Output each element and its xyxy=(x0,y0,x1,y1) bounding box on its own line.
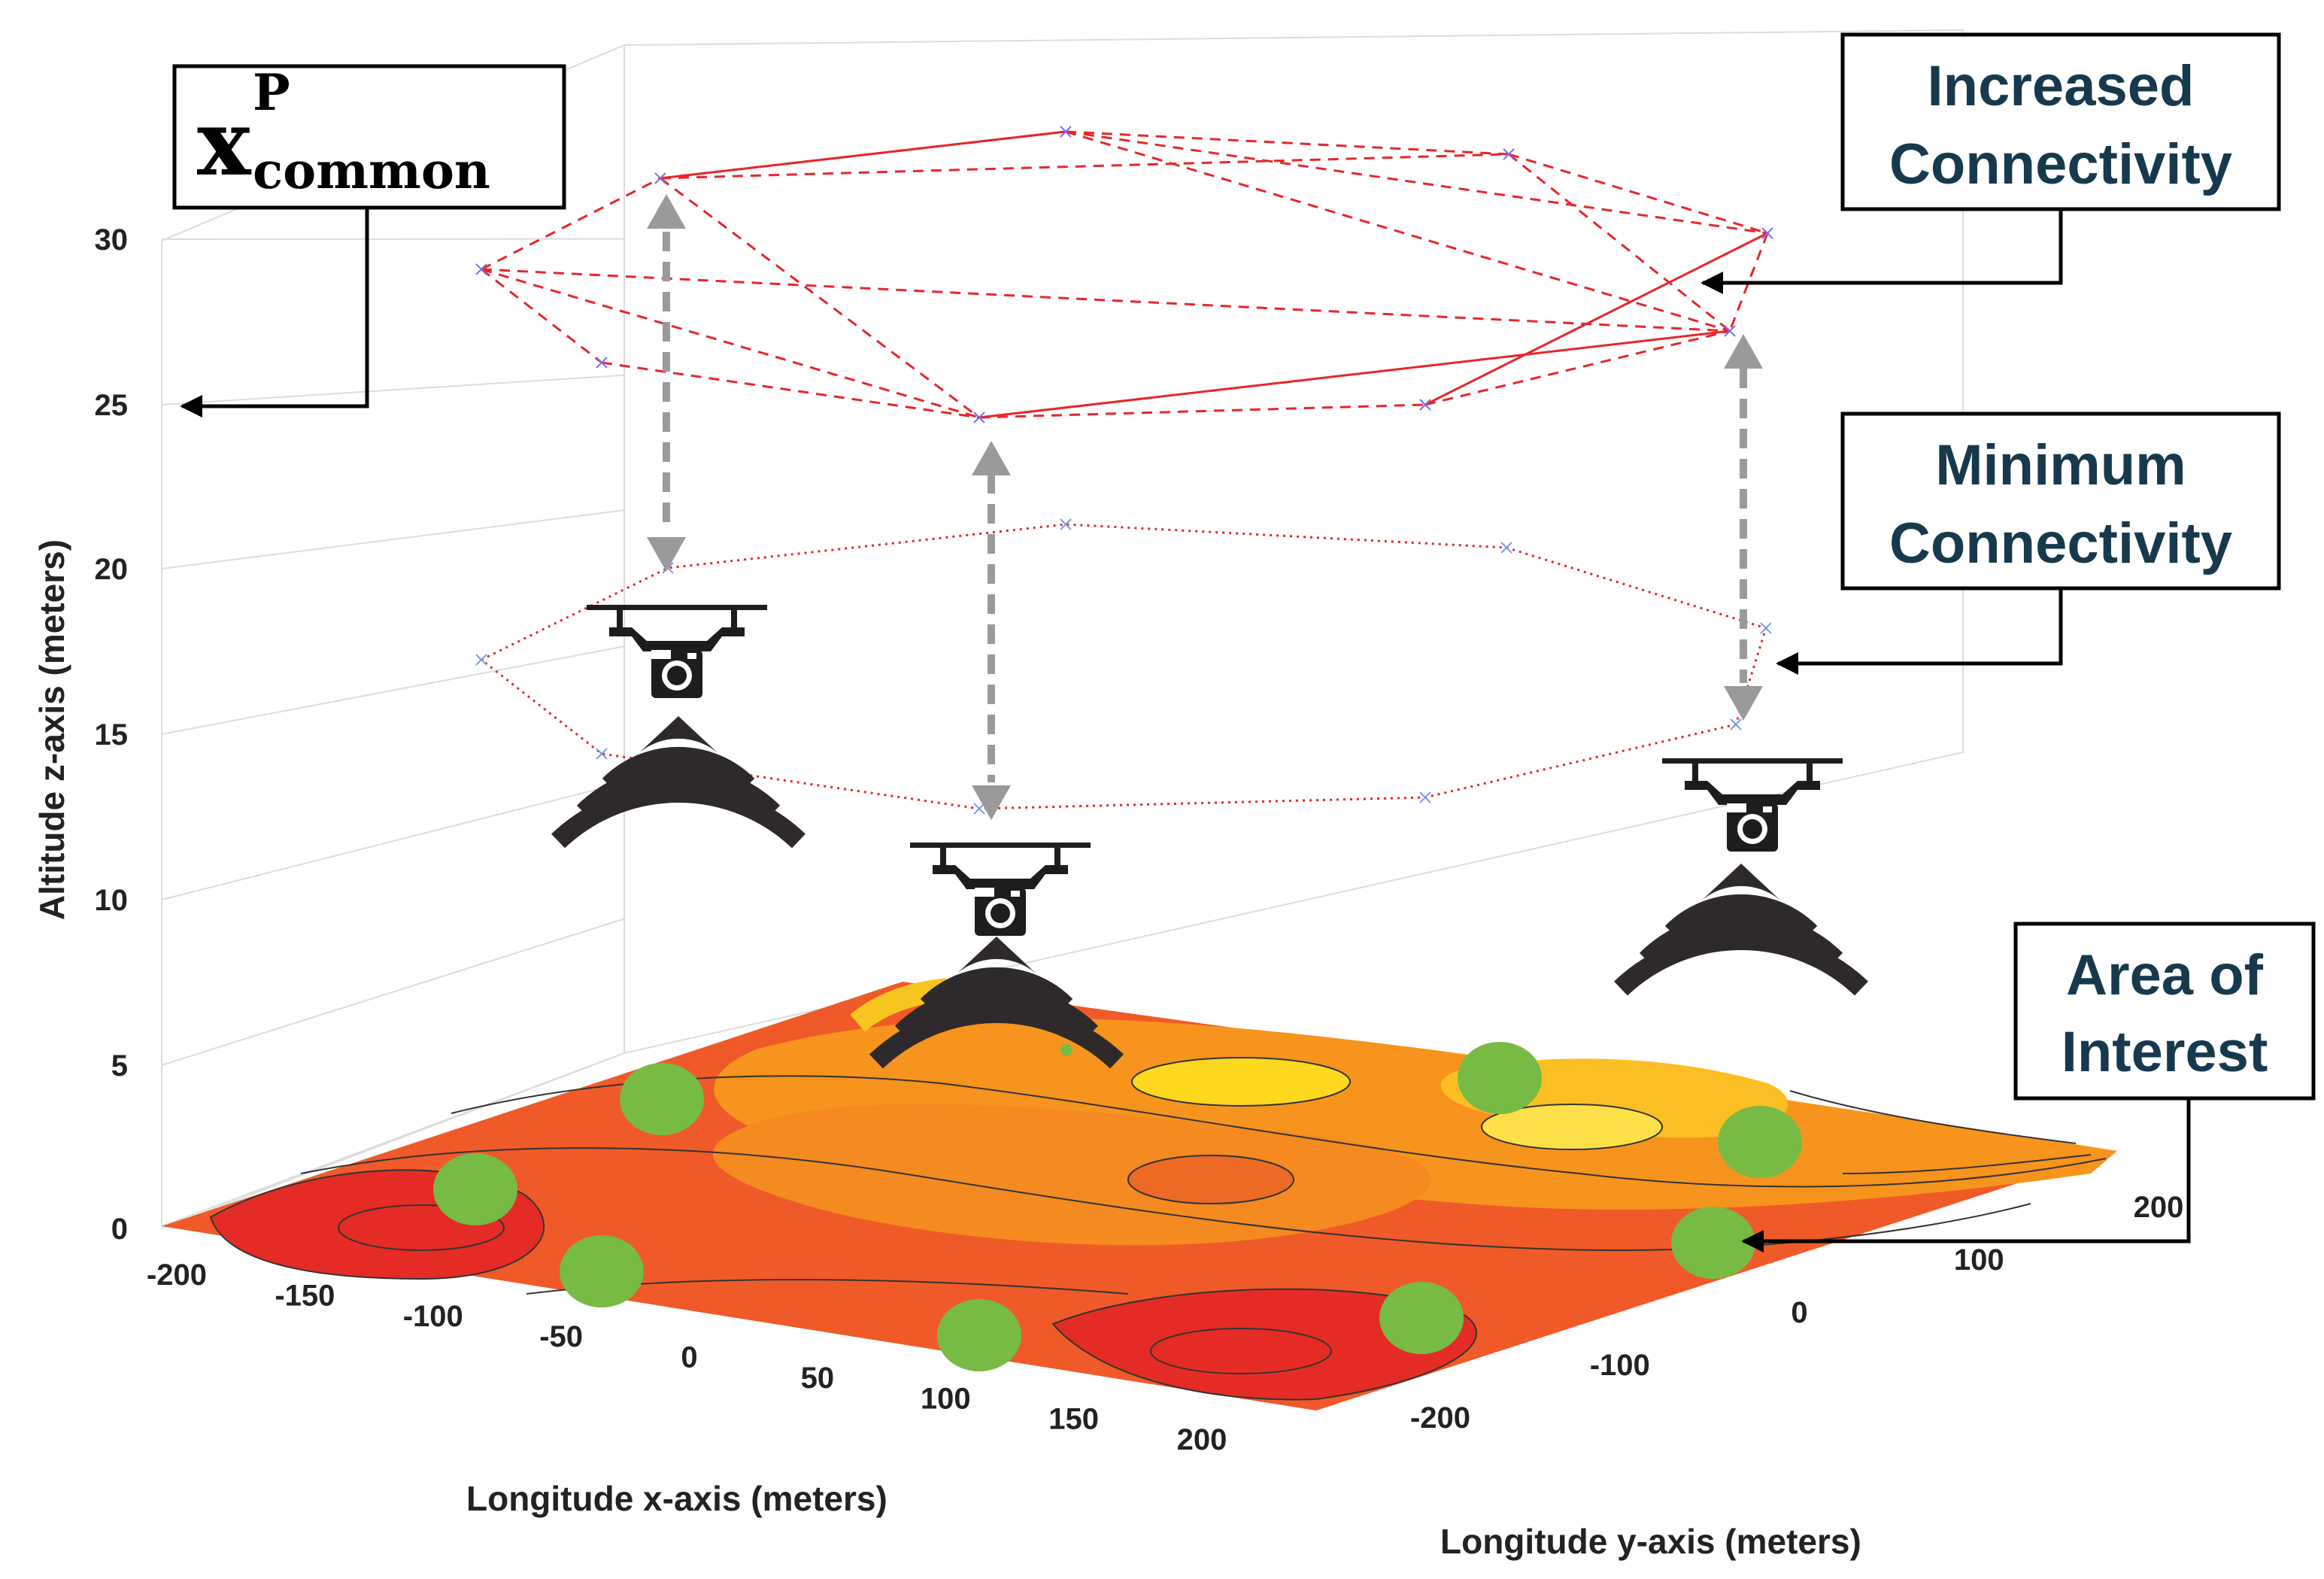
x-axis-ticks: -200 -150 -100 -50 0 50 100 150 200 xyxy=(147,1259,1227,1456)
z-tick-label: 0 xyxy=(111,1213,128,1246)
x-tick-label: 50 xyxy=(801,1362,835,1395)
x-tick-label: 150 xyxy=(1048,1403,1099,1436)
z-tick-label: 15 xyxy=(95,718,129,752)
quadcopter-camera-icon xyxy=(587,605,767,698)
y-tick-label: 100 xyxy=(1954,1243,2004,1277)
y-axis-label: Longitude y-axis (meters) xyxy=(1440,1522,1861,1561)
x-axis-label: Longitude x-axis (meters) xyxy=(466,1479,887,1518)
x-tick-label: 0 xyxy=(681,1341,697,1374)
minimum-line1: Minimum xyxy=(1935,433,2186,497)
common-subscript: common xyxy=(253,141,490,200)
x-tick-label: -150 xyxy=(275,1279,335,1312)
point-of-interest-icon xyxy=(560,1235,644,1307)
point-of-interest-icon xyxy=(937,1299,1021,1371)
y-tick-label: 200 xyxy=(2134,1191,2184,1224)
z-tick-label: 20 xyxy=(95,553,129,586)
z-tick-label: 30 xyxy=(95,223,129,257)
area-line2: Interest xyxy=(2062,1020,2268,1084)
z-tick-label: 25 xyxy=(95,389,129,422)
point-of-interest-icon xyxy=(1718,1106,1802,1178)
y-tick-label: 0 xyxy=(1791,1296,1807,1329)
y-tick-label: -200 xyxy=(1410,1401,1470,1435)
terrain-heatmap xyxy=(162,978,2117,1410)
x-tick-label: -200 xyxy=(147,1259,207,1292)
area-of-interest-callout: Area of Interest xyxy=(1741,922,2316,1253)
wifi-signal-icon xyxy=(1621,864,1861,988)
y-tick-label: -100 xyxy=(1590,1349,1650,1382)
x-tick-label: 200 xyxy=(1177,1423,1227,1456)
increased-connectivity-callout: Increased Connectivity xyxy=(1701,32,2281,294)
x-tick-label: 100 xyxy=(921,1382,971,1415)
minimum-connectivity-callout: Minimum Connectivity xyxy=(1776,411,2281,675)
common-symbol: x xyxy=(197,90,252,196)
quadcopter-camera-icon xyxy=(1662,758,1843,852)
point-of-interest-icon xyxy=(1458,1042,1542,1114)
quadcopter-camera-icon xyxy=(910,843,1091,936)
point-of-interest-icon xyxy=(1379,1282,1464,1354)
z-axis-ticks: 0 5 10 15 20 25 30 xyxy=(95,223,129,1246)
y-axis-ticks: -200 -100 0 100 200 xyxy=(1410,1191,2183,1435)
common-point-callout: x P common xyxy=(172,63,566,418)
axes-grid xyxy=(161,29,1964,1229)
common-superscript: P xyxy=(253,63,290,122)
z-axis-label: Altitude z-axis (meters) xyxy=(32,539,71,920)
points-of-interest xyxy=(433,1042,1802,1371)
x-tick-label: -100 xyxy=(403,1300,463,1333)
point-of-interest-icon xyxy=(1671,1207,1755,1279)
increased-connectivity-network xyxy=(475,126,1773,424)
area-line1: Area of xyxy=(2066,943,2264,1007)
z-tick-label: 10 xyxy=(95,884,129,917)
x-tick-label: -50 xyxy=(539,1320,583,1353)
point-of-interest-icon xyxy=(1060,1044,1072,1056)
altitude-transition-arrows xyxy=(647,194,1763,820)
increased-line1: Increased xyxy=(1928,54,2195,118)
wifi-signal-icon xyxy=(558,716,799,841)
point-of-interest-icon xyxy=(433,1153,517,1225)
increased-line2: Connectivity xyxy=(1889,132,2232,196)
minimum-line2: Connectivity xyxy=(1889,512,2232,575)
point-of-interest-icon xyxy=(620,1063,704,1135)
z-tick-label: 5 xyxy=(111,1049,128,1083)
